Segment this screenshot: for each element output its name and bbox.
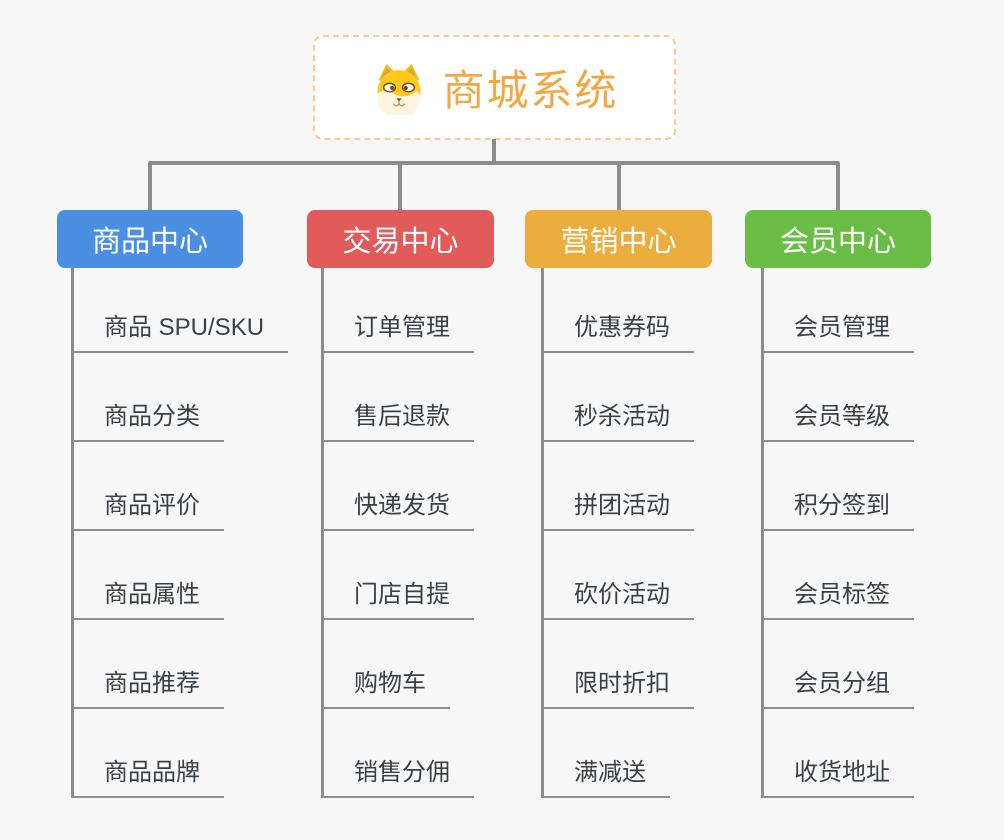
- leaf-node[interactable]: 限时折扣: [542, 670, 694, 709]
- branch-children-trade: 订单管理 售后退款 快递发货 门店自提 购物车 销售分佣: [321, 268, 566, 802]
- connector-stub: [398, 164, 402, 210]
- root-title: 商城系统: [442, 67, 619, 114]
- branch-node-marketing-center[interactable]: 营销中心: [525, 210, 712, 268]
- leaf-node[interactable]: 订单管理: [322, 314, 474, 353]
- leaf-node[interactable]: 优惠券码: [542, 314, 694, 353]
- leaf-node[interactable]: 快递发货: [322, 492, 474, 531]
- connector-horizontal: [148, 161, 840, 165]
- leaf-node[interactable]: 商品分类: [72, 403, 224, 442]
- root-node[interactable]: 商城系统: [313, 35, 676, 140]
- leaf-node[interactable]: 销售分佣: [322, 759, 474, 798]
- leaf-node[interactable]: 满减送: [542, 759, 670, 798]
- leaf-node[interactable]: 商品品牌: [72, 759, 224, 798]
- leaf-node[interactable]: 商品评价: [72, 492, 224, 531]
- branch-children-marketing: 优惠券码 秒杀活动 拼团活动 砍价活动 限时折扣 满减送: [541, 268, 786, 802]
- branch-children-member: 会员管理 会员等级 积分签到 会员标签 会员分组 收货地址: [761, 268, 1004, 802]
- leaf-node[interactable]: 收货地址: [762, 759, 914, 798]
- connector-stub: [148, 164, 152, 210]
- leaf-node[interactable]: 售后退款: [322, 403, 474, 442]
- leaf-node[interactable]: 积分签到: [762, 492, 914, 531]
- leaf-node[interactable]: 会员标签: [762, 581, 914, 620]
- branch-node-member-center[interactable]: 会员中心: [745, 210, 931, 268]
- leaf-node[interactable]: 会员管理: [762, 314, 914, 353]
- branch-children-product: 商品 SPU/SKU 商品分类 商品评价 商品属性 商品推荐 商品品牌: [71, 268, 316, 802]
- leaf-node[interactable]: 商品 SPU/SKU: [72, 314, 289, 353]
- branch-node-trade-center[interactable]: 交易中心: [307, 210, 494, 268]
- connector-line: [541, 268, 544, 798]
- leaf-node[interactable]: 拼团活动: [542, 492, 694, 531]
- connector-root-drop: [492, 139, 496, 164]
- connector-stub: [836, 164, 840, 210]
- leaf-node[interactable]: 商品属性: [72, 581, 224, 620]
- connector-line: [71, 268, 74, 798]
- connector-line: [321, 268, 324, 798]
- leaf-node[interactable]: 砍价活动: [542, 581, 694, 620]
- leaf-node[interactable]: 商品推荐: [72, 670, 224, 709]
- leaf-node[interactable]: 秒杀活动: [542, 403, 694, 442]
- connector-line: [761, 268, 764, 798]
- leaf-node[interactable]: 门店自提: [322, 581, 474, 620]
- connector-stub: [617, 164, 621, 210]
- leaf-node[interactable]: 购物车: [322, 670, 450, 709]
- leaf-node[interactable]: 会员分组: [762, 670, 914, 709]
- leaf-node[interactable]: 会员等级: [762, 403, 914, 442]
- dog-face-icon: [377, 63, 422, 115]
- branch-node-product-center[interactable]: 商品中心: [57, 210, 243, 268]
